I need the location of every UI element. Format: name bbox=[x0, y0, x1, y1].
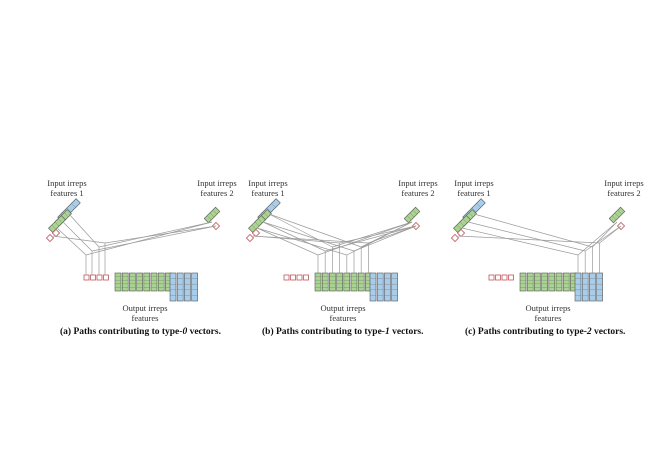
input-features-1-label: Input irreps features 1 bbox=[248, 178, 288, 198]
path-line bbox=[268, 213, 333, 248]
output-type1-column bbox=[541, 272, 548, 292]
input1-scalar-box bbox=[456, 228, 466, 238]
path-line bbox=[353, 225, 417, 252]
output-type1-column bbox=[519, 272, 527, 292]
output-type2-column bbox=[384, 272, 391, 302]
output-type1-column bbox=[321, 272, 329, 292]
output-type1-column bbox=[534, 272, 541, 292]
path-line bbox=[256, 227, 319, 256]
path-line bbox=[68, 213, 100, 248]
path-line bbox=[252, 235, 369, 244]
input2-type1-block bbox=[203, 206, 221, 224]
input-features-1-label: Input irreps features 1 bbox=[454, 178, 494, 198]
output-features-label: Output irreps features bbox=[525, 303, 571, 323]
output-type1-column bbox=[548, 272, 556, 292]
input2-type1-block bbox=[608, 206, 626, 224]
output-type1-column bbox=[150, 272, 158, 292]
output-scalar-box bbox=[283, 274, 290, 281]
output-features-label: Output irreps features bbox=[122, 303, 168, 323]
output-type1-column bbox=[555, 272, 563, 292]
caption-b: (b) Paths contributing to type-1 vectors… bbox=[262, 327, 424, 337]
path-line bbox=[467, 221, 586, 252]
output-scalar-box bbox=[508, 274, 514, 281]
path-line bbox=[52, 235, 106, 244]
output-scalar-box bbox=[501, 274, 508, 281]
input2-type1-block bbox=[403, 206, 421, 224]
input1-type1-block bbox=[453, 215, 471, 233]
output-scalar-box bbox=[303, 274, 309, 281]
input1-scalar-box bbox=[51, 228, 61, 238]
input-features-2-label: Input irreps features 2 bbox=[604, 178, 644, 198]
output-type2-column bbox=[369, 272, 377, 302]
path-line bbox=[256, 227, 347, 256]
output-scalar-box bbox=[90, 274, 96, 281]
output-type2-column bbox=[169, 272, 177, 302]
output-type2-column bbox=[191, 272, 198, 302]
path-line bbox=[361, 221, 413, 248]
output-scalar-box bbox=[83, 274, 90, 281]
path-line bbox=[461, 227, 579, 256]
path-line bbox=[584, 225, 622, 252]
output-type2-column bbox=[596, 272, 603, 302]
input1-scalar-box bbox=[245, 233, 255, 243]
path-line bbox=[262, 221, 355, 252]
output-type2-column bbox=[376, 272, 384, 302]
path-line bbox=[368, 225, 417, 244]
path-line bbox=[339, 225, 417, 244]
output-scalar-box bbox=[488, 274, 495, 281]
input-features-2-label: Input irreps features 2 bbox=[398, 178, 438, 198]
caption-a: (a) Paths contributing to type-0 vectors… bbox=[60, 327, 221, 337]
input1-scalar-box bbox=[45, 233, 55, 243]
output-type1-column bbox=[121, 272, 129, 292]
input-features-1-label: Input irreps features 1 bbox=[47, 178, 87, 198]
output-type1-column bbox=[350, 272, 358, 292]
path-line bbox=[325, 225, 417, 252]
output-type2-column bbox=[391, 272, 398, 302]
output-type2-column bbox=[581, 272, 589, 302]
output-scalar-box bbox=[96, 274, 103, 281]
output-type1-column bbox=[343, 272, 351, 292]
input1-scalar-box bbox=[450, 233, 460, 243]
output-type1-column bbox=[562, 272, 570, 292]
output-type1-column bbox=[314, 272, 322, 292]
path-line bbox=[262, 221, 326, 252]
input1-type1-block bbox=[248, 215, 266, 233]
input1-type1-block bbox=[48, 215, 66, 233]
path-line bbox=[592, 221, 618, 248]
output-type2-column bbox=[589, 272, 596, 302]
path-line bbox=[98, 221, 213, 248]
output-type1-column bbox=[114, 272, 122, 292]
output-type2-column bbox=[184, 272, 191, 302]
output-type1-column bbox=[157, 272, 165, 292]
output-scalar-box bbox=[290, 274, 296, 281]
path-line bbox=[317, 221, 413, 256]
path-line bbox=[332, 221, 413, 248]
path-line bbox=[62, 221, 93, 252]
output-type2-column bbox=[574, 272, 582, 302]
path-line bbox=[56, 227, 87, 256]
output-type1-column bbox=[329, 272, 336, 292]
input1-scalar-box bbox=[251, 228, 261, 238]
output-type1-column bbox=[143, 272, 151, 292]
input-features-2-label: Input irreps features 2 bbox=[197, 178, 237, 198]
output-scalar-box bbox=[103, 274, 109, 281]
path-line bbox=[599, 225, 622, 244]
output-type1-column bbox=[136, 272, 143, 292]
path-line bbox=[91, 225, 217, 252]
path-line bbox=[457, 235, 600, 244]
output-scalar-box bbox=[296, 274, 303, 281]
path-line bbox=[577, 221, 618, 256]
output-type1-column bbox=[336, 272, 343, 292]
output-type1-column bbox=[357, 272, 365, 292]
output-type1-column bbox=[129, 272, 136, 292]
output-type1-column bbox=[526, 272, 534, 292]
output-features-label: Output irreps features bbox=[320, 303, 366, 323]
output-scalar-box bbox=[495, 274, 501, 281]
output-type2-column bbox=[176, 272, 184, 302]
path-line bbox=[104, 225, 217, 244]
path-line bbox=[85, 221, 213, 256]
caption-c: (c) Paths contributing to type-2 vectors… bbox=[465, 327, 626, 337]
